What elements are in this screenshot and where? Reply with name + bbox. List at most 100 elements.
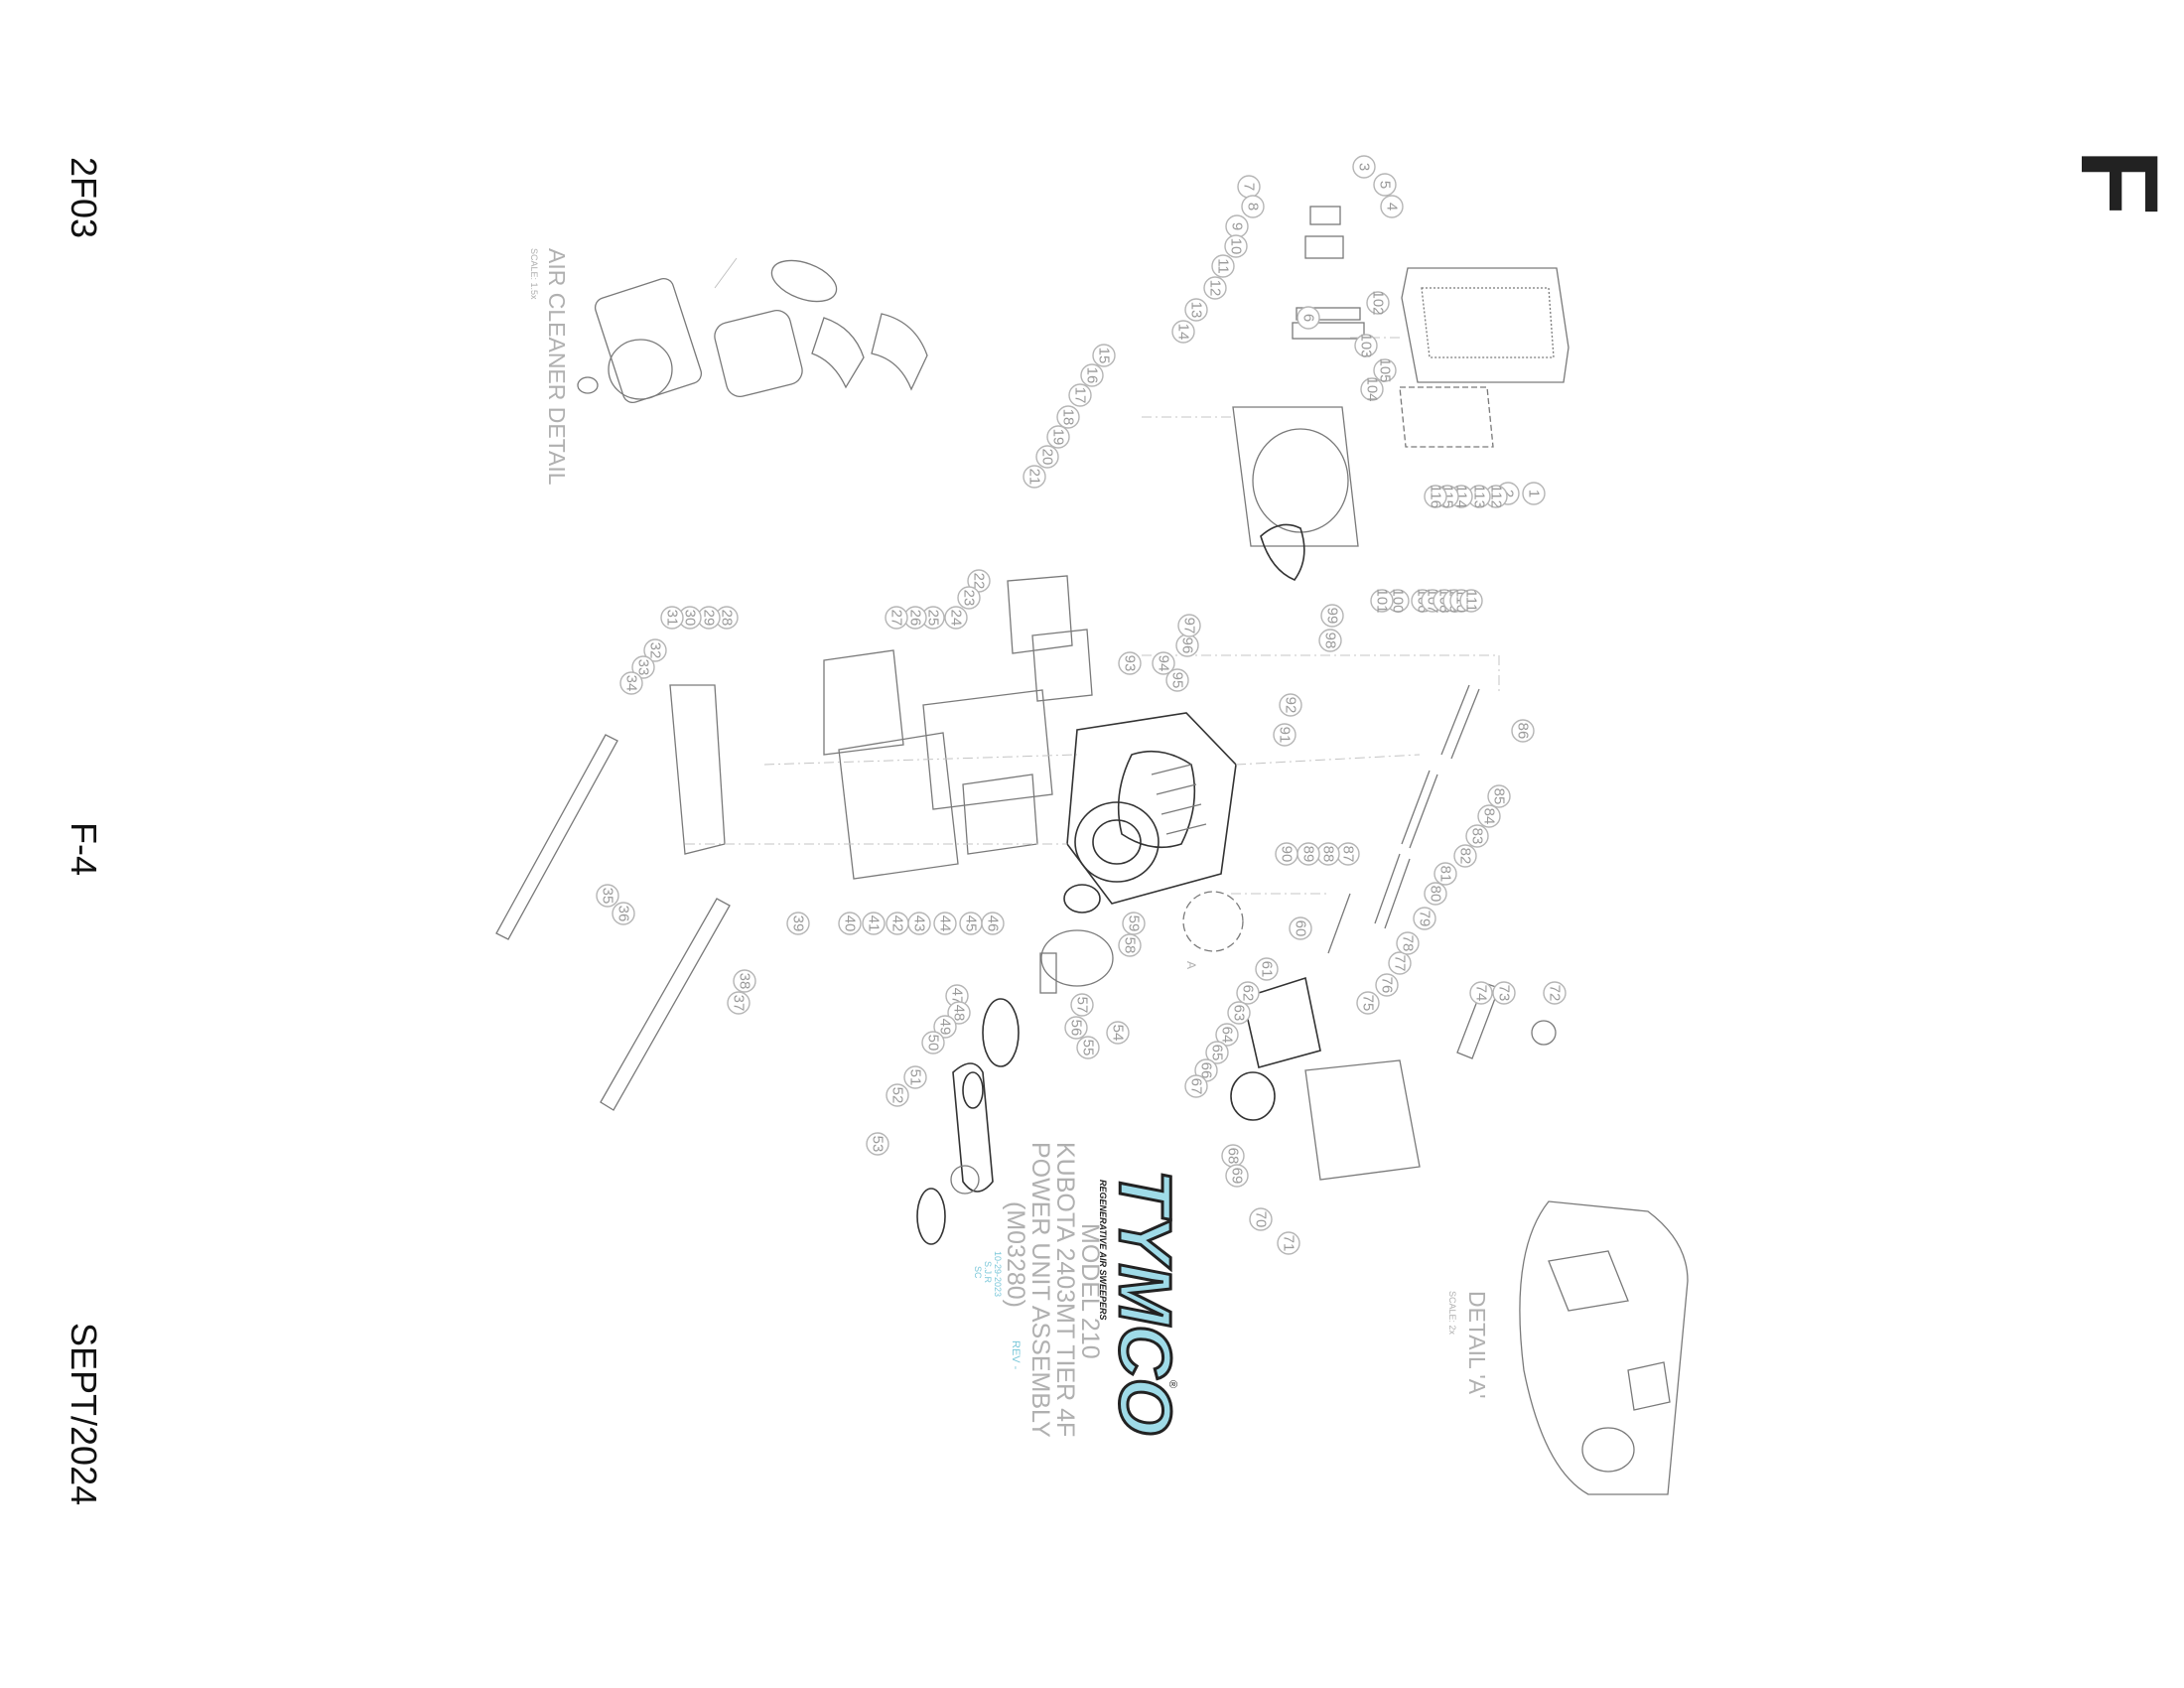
callout-105: 105 — [1373, 357, 1397, 383]
callout-7: 7 — [1237, 175, 1261, 199]
callout-61: 61 — [1255, 957, 1279, 981]
svg-text:16: 16 — [1084, 367, 1101, 384]
svg-text:101: 101 — [1374, 588, 1391, 613]
callout-73: 73 — [1492, 981, 1516, 1005]
callout-43: 43 — [907, 912, 931, 935]
callout-75: 75 — [1356, 991, 1380, 1015]
svg-text:55: 55 — [1080, 1040, 1097, 1056]
air-cleaner-label: AIR CLEANER DETAIL SCALE: 1.5x — [529, 248, 570, 486]
svg-text:63: 63 — [1231, 1005, 1248, 1022]
svg-text:88: 88 — [1320, 846, 1337, 863]
svg-text:8: 8 — [1245, 203, 1262, 211]
callout-46: 46 — [981, 912, 1005, 935]
callout-84: 84 — [1477, 804, 1501, 828]
callout-14: 14 — [1171, 320, 1195, 344]
svg-text:4: 4 — [1384, 203, 1401, 211]
svg-text:59: 59 — [1126, 915, 1143, 932]
svg-text:81: 81 — [1437, 866, 1454, 883]
svg-text:21: 21 — [1026, 469, 1043, 486]
svg-text:25: 25 — [925, 610, 942, 627]
svg-text:53: 53 — [870, 1136, 887, 1153]
svg-text:5: 5 — [1377, 181, 1394, 189]
title-line-1: MODEL 210 — [1076, 1223, 1104, 1359]
svg-text:86: 86 — [1515, 723, 1532, 740]
svg-text:94: 94 — [1156, 655, 1172, 672]
svg-text:34: 34 — [623, 675, 640, 692]
svg-text:100: 100 — [1390, 588, 1407, 613]
svg-text:13: 13 — [1188, 302, 1205, 319]
callout-40: 40 — [838, 912, 862, 935]
svg-text:30: 30 — [682, 610, 699, 627]
callout-86: 86 — [1511, 719, 1535, 743]
callout-52: 52 — [886, 1083, 909, 1107]
callout-54: 54 — [1106, 1021, 1130, 1045]
svg-text:2: 2 — [1500, 490, 1517, 497]
callout-111: 111 — [1459, 589, 1483, 613]
svg-text:38: 38 — [737, 973, 753, 990]
svg-text:79: 79 — [1417, 911, 1433, 927]
svg-text:15: 15 — [1096, 348, 1113, 364]
svg-text:14: 14 — [1175, 324, 1192, 341]
callout-27: 27 — [885, 606, 908, 630]
svg-text:18: 18 — [1060, 409, 1077, 426]
svg-text:71: 71 — [1281, 1235, 1297, 1252]
svg-text:40: 40 — [842, 915, 859, 932]
svg-text:26: 26 — [907, 610, 924, 627]
callout-57: 57 — [1070, 993, 1094, 1017]
svg-text:68: 68 — [1225, 1148, 1242, 1165]
air-cleaner-assembly — [577, 257, 928, 404]
svg-text:43: 43 — [911, 915, 928, 932]
callout-77: 77 — [1388, 951, 1412, 975]
callout-balloons: 1234567891011121314151617181920212223242… — [596, 155, 1567, 1255]
callout-67: 67 — [1184, 1074, 1208, 1098]
callout-68: 68 — [1221, 1144, 1245, 1168]
svg-text:105: 105 — [1377, 357, 1394, 382]
air-cleaner-scale: SCALE: 1.5x — [529, 248, 539, 300]
svg-text:37: 37 — [731, 995, 748, 1012]
detail-a-marker: A — [1184, 961, 1198, 969]
detail-a-view — [1182, 891, 1689, 1495]
svg-text:65: 65 — [1209, 1045, 1226, 1061]
svg-text:22: 22 — [971, 573, 988, 590]
svg-text:82: 82 — [1457, 848, 1474, 865]
callout-37: 37 — [727, 991, 751, 1015]
svg-text:44: 44 — [937, 915, 954, 932]
svg-text:93: 93 — [1122, 655, 1139, 672]
callout-100: 100 — [1386, 588, 1410, 614]
svg-text:54: 54 — [1110, 1025, 1127, 1042]
callout-83: 83 — [1465, 824, 1489, 848]
svg-text:76: 76 — [1379, 977, 1396, 994]
callout-22: 22 — [967, 569, 991, 593]
small-tag-2: S.J.R — [983, 1261, 993, 1284]
svg-text:62: 62 — [1240, 985, 1257, 1002]
callout-51: 51 — [903, 1065, 927, 1089]
detail-a-scale: SCALE: 2x — [1447, 1291, 1457, 1336]
svg-text:103: 103 — [1358, 333, 1375, 357]
callout-49: 49 — [933, 1015, 957, 1039]
svg-text:36: 36 — [615, 906, 632, 922]
svg-text:72: 72 — [1547, 985, 1564, 1002]
svg-text:111: 111 — [1463, 590, 1480, 613]
svg-text:31: 31 — [664, 610, 681, 627]
svg-text:61: 61 — [1259, 961, 1276, 978]
callout-28: 28 — [715, 606, 739, 630]
svg-text:87: 87 — [1340, 846, 1357, 863]
callout-116: 116 — [1424, 485, 1447, 508]
svg-text:80: 80 — [1428, 886, 1444, 903]
engine-assembly — [1039, 712, 1237, 994]
callout-8: 8 — [1241, 195, 1265, 218]
title-line-4: (M03280) — [1002, 1201, 1029, 1308]
callout-72: 72 — [1543, 981, 1567, 1005]
callout-96: 96 — [1175, 633, 1199, 657]
svg-text:58: 58 — [1122, 937, 1139, 954]
svg-text:75: 75 — [1360, 995, 1377, 1012]
air-cleaner-title: AIR CLEANER DETAIL — [544, 248, 570, 486]
logo-wordmark: TYMCO — [1104, 1170, 1186, 1435]
svg-text:28: 28 — [719, 610, 736, 627]
svg-text:20: 20 — [1039, 449, 1056, 466]
svg-text:23: 23 — [961, 590, 978, 607]
svg-text:47: 47 — [949, 988, 966, 1005]
svg-text:90: 90 — [1279, 846, 1296, 863]
callout-80: 80 — [1424, 882, 1447, 906]
svg-text:69: 69 — [1229, 1168, 1246, 1185]
